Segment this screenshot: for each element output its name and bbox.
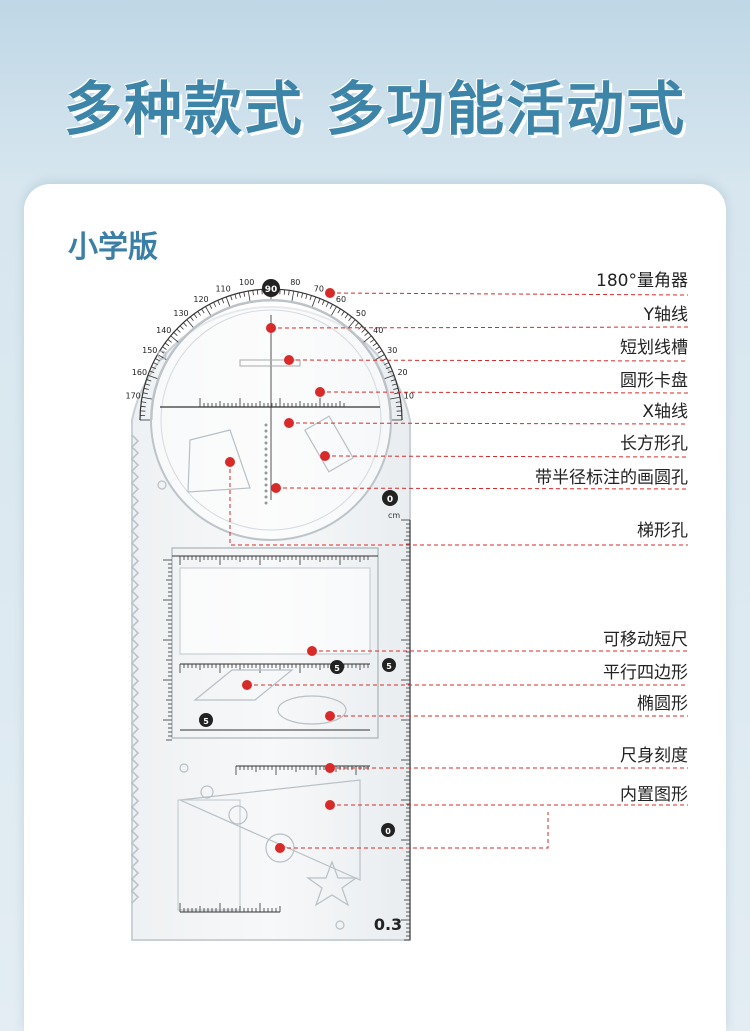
movable-short-ruler: [171, 547, 379, 739]
leader-line: [324, 455, 689, 458]
marker-dot: [325, 763, 335, 773]
protractor-top-label: 90: [265, 285, 278, 295]
triangle-shape: [177, 779, 361, 881]
degree-label: 140: [156, 326, 171, 335]
degree-label: 10: [404, 392, 414, 401]
callout-label: 尺身刻度: [620, 746, 688, 766]
degree-label: 130: [173, 309, 188, 318]
degree-label: 160: [132, 368, 147, 377]
callout-leaders: [225, 288, 689, 853]
callout-label: 短划线槽: [620, 338, 688, 358]
degree-label: 110: [215, 284, 230, 293]
five-badge-3: 5: [386, 662, 392, 671]
serrated-edge: [130, 434, 140, 904]
degree-label: 120: [193, 295, 208, 304]
marker-dot: [242, 680, 252, 690]
headline: 多种款式 多功能活动式: [63, 75, 687, 143]
marker-dot: [325, 288, 335, 298]
callout-label: 内置图形: [620, 785, 688, 805]
marker-dot: [284, 418, 294, 428]
cm-unit-label: cm: [388, 511, 400, 520]
callout-label: 梯形孔: [637, 521, 688, 541]
marker-dot: [225, 457, 235, 467]
lower-rect-window: [177, 799, 241, 911]
short-slot: [239, 359, 301, 367]
zero-badge-label: 0: [387, 495, 393, 505]
callout-label: 带半径标注的画圆孔: [535, 468, 688, 488]
degree-label: 100: [239, 278, 254, 287]
zero-badge-lower: 0: [385, 827, 391, 836]
degree-label: 80: [290, 278, 300, 287]
marker-dot: [325, 711, 335, 721]
parallelogram-hole: [193, 669, 294, 701]
leader-line: [288, 359, 689, 362]
five-badge-1: 5: [334, 664, 340, 673]
degree-label: 30: [387, 346, 397, 355]
degree-label: 60: [336, 295, 346, 304]
bottom-mark: 0.3: [374, 915, 402, 934]
callout-label: Y轴线: [643, 305, 688, 325]
degree-label: 50: [356, 309, 366, 318]
marker-dot: [275, 843, 285, 853]
callout-label: 可移动短尺: [603, 630, 688, 650]
marker-dot: [271, 483, 281, 493]
marker-dot: [284, 355, 294, 365]
marker-dot: [320, 451, 330, 461]
inner-rect-window: [179, 567, 371, 655]
degree-label: 20: [397, 368, 407, 377]
five-badge-2: 5: [203, 717, 209, 726]
callout-label: 平行四边形: [603, 663, 688, 683]
degree-label: 170: [125, 392, 140, 401]
ellipse-hole: [277, 695, 347, 725]
callout-label: 180°量角器: [596, 271, 688, 291]
marker-dot: [325, 800, 335, 810]
degree-label: 70: [314, 284, 324, 293]
leader-line: [275, 487, 689, 490]
marker-dot: [266, 323, 276, 333]
leader-line: [329, 292, 689, 296]
star-shape: [306, 860, 358, 907]
degree-label: 40: [373, 326, 383, 335]
trapezoid-hole: [187, 429, 251, 493]
leader-line: [280, 812, 549, 849]
leader-line: [288, 422, 689, 425]
callout-label: 椭圆形: [637, 694, 688, 714]
edition-title: 小学版: [68, 230, 158, 265]
callout-label: X轴线: [642, 402, 688, 422]
leader-line: [229, 462, 688, 546]
marker-dot: [307, 646, 317, 656]
marker-dot: [315, 387, 325, 397]
degree-label: 150: [142, 346, 157, 355]
leader-line: [319, 391, 689, 394]
callout-label: 长方形孔: [620, 434, 688, 454]
protractor-top-badge: [262, 279, 280, 297]
callout-label: 圆形卡盘: [620, 371, 688, 391]
